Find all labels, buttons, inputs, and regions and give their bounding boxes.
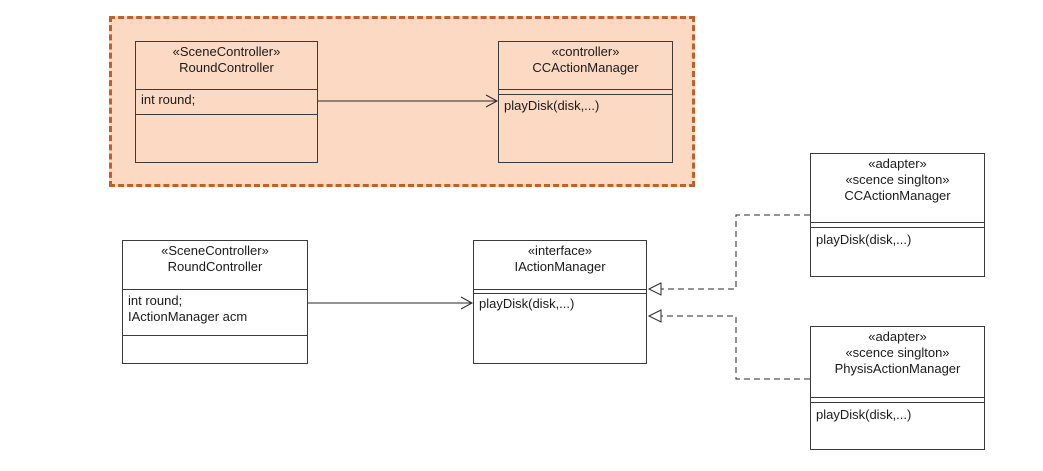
class-name: CCActionManager [844, 188, 951, 203]
operations-section: playDisk(disk,...) [811, 402, 984, 423]
class-cc-action-manager-adapter[interactable]: «adapter» «scence singlton» CCActionMana… [810, 153, 985, 277]
attributes-section [499, 89, 672, 90]
stereotype-label: «adapter» [868, 156, 927, 171]
operations-section: playDisk(disk,...) [811, 227, 984, 248]
open-arrowhead [460, 296, 474, 310]
attribute: int round; [128, 293, 183, 308]
realization-line [661, 214, 810, 290]
stereotype-label: «SceneController» [172, 44, 281, 59]
attributes-section: int round; [136, 89, 317, 108]
attribute: IActionManager acm [128, 309, 248, 324]
class-name: CCActionManager [532, 60, 639, 75]
stereotype-label: «SceneController» [161, 243, 269, 258]
class-name: RoundController [167, 259, 263, 274]
operations-section: playDisk(disk,...) [499, 94, 672, 114]
operation: playDisk(disk,...) [504, 98, 600, 113]
operation: playDisk(disk,...) [816, 232, 912, 247]
realization-line [661, 315, 810, 380]
stereotype-label: «controller» [551, 44, 620, 59]
hollow-triangle-arrowhead [647, 309, 662, 323]
stereotype-label: «scence singlton» [845, 345, 950, 360]
attributes-section: int round; IActionManager acm [123, 289, 307, 325]
operation: playDisk(disk,...) [479, 296, 575, 311]
stereotype-label: «adapter» [868, 329, 927, 344]
class-name: PhysisActionManager [834, 361, 961, 376]
stereotype-label: «interface» [527, 243, 593, 258]
class-round-controller-bottom[interactable]: «SceneController» RoundController int ro… [122, 240, 308, 364]
class-round-controller-top[interactable]: «SceneController» RoundController int ro… [135, 41, 318, 163]
operations-section: playDisk(disk,...) [474, 293, 646, 312]
open-arrowhead [485, 94, 499, 108]
hollow-triangle-arrowhead [647, 282, 662, 296]
attributes-section [474, 289, 646, 290]
attributes-section [811, 397, 984, 398]
operation: playDisk(disk,...) [816, 407, 912, 422]
class-physis-action-manager-adapter[interactable]: «adapter» «scence singlton» PhysisAction… [810, 326, 985, 450]
operations-section [123, 335, 307, 336]
class-cc-action-manager-top[interactable]: «controller» CCActionManager playDisk(di… [498, 41, 673, 163]
operations-section [136, 114, 317, 115]
stereotype-label: «scence singlton» [845, 172, 950, 187]
class-name: IActionManager [514, 259, 606, 274]
class-name: RoundController [179, 60, 274, 75]
attributes-section [811, 222, 984, 223]
class-iaction-manager[interactable]: «interface» IActionManager playDisk(disk… [473, 240, 647, 364]
attribute: int round; [141, 92, 196, 107]
